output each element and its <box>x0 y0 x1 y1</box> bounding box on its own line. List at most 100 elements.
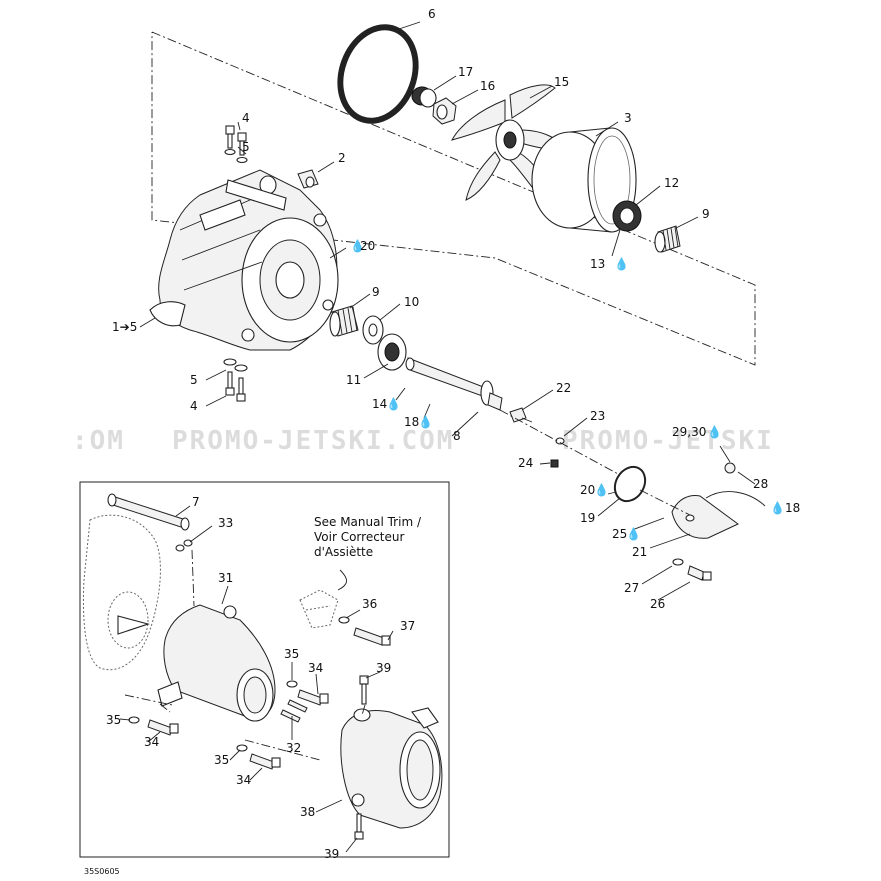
part-35-34-set-a <box>286 680 329 706</box>
part-26-bolt <box>687 565 712 581</box>
callout-20-upper: 20 <box>360 239 375 253</box>
lubricant-drop-icon: 💧 <box>350 239 365 253</box>
callout-18-cone: 18 <box>785 501 800 515</box>
callout-10: 10 <box>404 295 419 309</box>
callout-13: 13 <box>590 257 605 271</box>
part-1-pump-housing <box>149 169 339 351</box>
callout-34-b: 34 <box>144 735 159 749</box>
callout-7: 7 <box>192 495 200 509</box>
callout-12: 12 <box>664 176 679 190</box>
callout-26: 26 <box>650 597 665 611</box>
watermark-right: PROMO-JETSKI <box>562 426 774 456</box>
callout-19: 19 <box>580 511 595 525</box>
trim-ghost-bracket <box>299 589 339 629</box>
note-line-2: Voir Correcteur <box>314 530 404 544</box>
part-11-thrust-bearing <box>377 333 407 371</box>
callout-labels: 6 17 16 15 3 4 5 2 12 9 13 💧 💧 20 9 10 1… <box>106 7 800 861</box>
part-22-plug <box>509 407 533 423</box>
note-line-1: See Manual Trim / <box>314 515 422 529</box>
callout-39-bottom: 39 <box>324 847 339 861</box>
callout-25: 25 <box>612 527 627 541</box>
callout-32: 32 <box>286 741 301 755</box>
callout-22: 22 <box>556 381 571 395</box>
callout-2: 2 <box>338 151 346 165</box>
callout-24: 24 <box>518 456 533 470</box>
callout-39-top: 39 <box>376 661 391 675</box>
callout-1-to-5: 1➔5 <box>112 320 137 334</box>
part-27-washer <box>672 558 684 566</box>
part-7-rod <box>107 493 190 531</box>
callout-4-upper: 4 <box>242 111 250 125</box>
callout-35-b: 35 <box>106 713 121 727</box>
callout-35-a: 35 <box>284 647 299 661</box>
inset-ghost-housing <box>82 514 161 671</box>
part-17-cap <box>411 86 437 108</box>
lubricant-drop-icon: 💧 <box>594 483 609 497</box>
part-39-bolt-bottom <box>354 813 364 840</box>
part-8-drive-shaft <box>405 357 503 411</box>
lubricant-drop-icon: 💧 <box>770 501 785 515</box>
axis-line-cone <box>639 489 691 516</box>
part-37-bolt <box>353 627 391 646</box>
part-38-nozzle <box>340 707 443 829</box>
part-10-washer <box>362 315 384 345</box>
callout-29-30: 29,30 <box>672 425 706 439</box>
part-32-pins <box>280 699 308 723</box>
callout-17: 17 <box>458 65 473 79</box>
manual-trim-note: See Manual Trim / Voir Correcteur d'Assi… <box>314 515 422 559</box>
callout-8: 8 <box>453 429 461 443</box>
callout-33: 33 <box>218 516 233 530</box>
lubricant-drop-icon: 💧 <box>626 527 641 541</box>
part-21-cone <box>671 495 739 539</box>
part-9-bearing-left <box>329 305 359 337</box>
part-35-34-set-b <box>128 716 179 736</box>
callout-37: 37 <box>400 619 415 633</box>
part-16-nut <box>432 97 457 125</box>
callout-6: 6 <box>428 7 436 21</box>
part-23-screw <box>555 437 565 445</box>
callout-35-c: 35 <box>214 753 229 767</box>
callout-18-shaft: 18 <box>404 415 419 429</box>
part-24-fitting <box>550 459 559 468</box>
callout-11: 11 <box>346 373 361 387</box>
callout-4-lower: 4 <box>190 399 198 413</box>
part-35-34-set-c <box>236 744 281 770</box>
callout-21: 21 <box>632 545 647 559</box>
callout-15: 15 <box>554 75 569 89</box>
callout-36: 36 <box>362 597 377 611</box>
lubricant-drop-icon: 💧 <box>707 425 722 439</box>
callout-23: 23 <box>590 409 605 423</box>
part-36-washer <box>338 616 350 624</box>
callout-5-upper: 5 <box>242 140 250 154</box>
callout-16: 16 <box>480 79 495 93</box>
lubricant-drop-icon: 💧 <box>386 397 401 411</box>
document-code: 35S0605 <box>84 867 120 876</box>
callout-9-right: 9 <box>702 207 710 221</box>
callout-3: 3 <box>624 111 632 125</box>
part-12-seal <box>612 200 642 232</box>
part-4-5-upper-fasteners <box>224 125 248 164</box>
callout-27: 27 <box>624 581 639 595</box>
callout-31: 31 <box>218 571 233 585</box>
part-6-ring <box>337 24 419 124</box>
part-15-impeller <box>451 84 566 201</box>
watermark-middle: PROMO-JETSKI.COM <box>172 426 454 456</box>
lubricant-drop-icon: 💧 <box>418 415 433 429</box>
part-19-oring <box>613 465 647 503</box>
callout-9-left: 9 <box>372 285 380 299</box>
lubricant-drop-icon: 💧 <box>614 257 629 271</box>
callout-38: 38 <box>300 805 315 819</box>
callout-28: 28 <box>753 477 768 491</box>
note-line-3: d'Assiètte <box>314 545 373 559</box>
callout-34-c: 34 <box>236 773 251 787</box>
part-9-bearing-right <box>654 225 681 253</box>
part-4-5-lower-fasteners <box>223 358 248 402</box>
part-31-venturi <box>157 604 276 722</box>
part-39-bolt-top <box>359 675 369 705</box>
axis-line-shaft <box>499 409 621 476</box>
callout-20-lower: 20 <box>580 483 595 497</box>
part-28-screw <box>724 462 736 474</box>
inset-frame <box>79 481 450 858</box>
part-2-bushing <box>297 169 319 189</box>
